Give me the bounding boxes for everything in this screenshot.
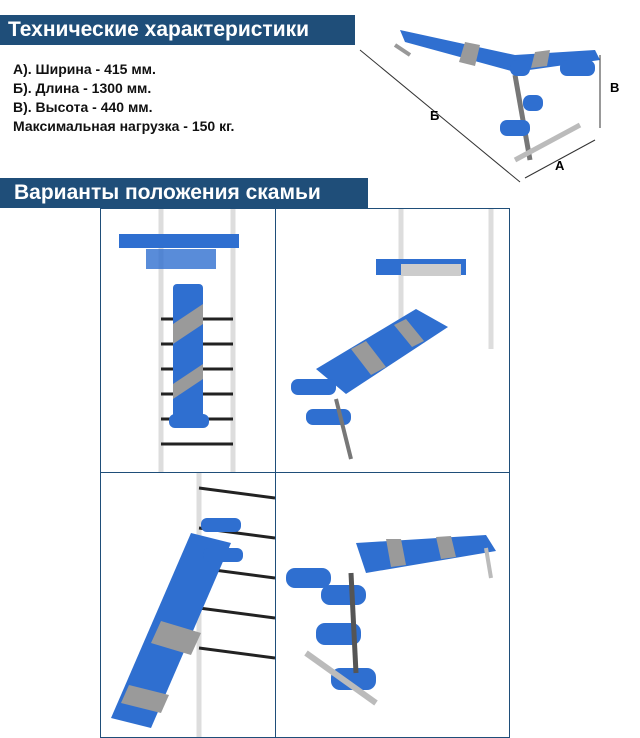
- position-photo-incline: [100, 472, 276, 738]
- position-photo-vertical: [100, 208, 276, 473]
- specs-list: А). Ширина - 415 мм. Б). Длина - 1300 мм…: [13, 60, 234, 136]
- dimension-diagram: Б А В: [355, 0, 640, 190]
- position-photo-flat: [275, 472, 510, 738]
- spec-length: Б). Длина - 1300 мм.: [13, 80, 152, 96]
- specs-header: Технические характеристики: [0, 15, 355, 45]
- spec-width: А). Ширина - 415 мм.: [13, 61, 156, 77]
- positions-header: Варианты положения скамьи: [0, 178, 368, 208]
- label-v: В: [610, 80, 619, 95]
- label-b: Б: [430, 108, 439, 123]
- position-photo-flat-with-bar: [275, 208, 510, 473]
- spec-height: В). Высота - 440 мм.: [13, 99, 153, 115]
- spec-max-load: Максимальная нагрузка - 150 кг.: [13, 118, 235, 134]
- label-a: А: [555, 158, 565, 173]
